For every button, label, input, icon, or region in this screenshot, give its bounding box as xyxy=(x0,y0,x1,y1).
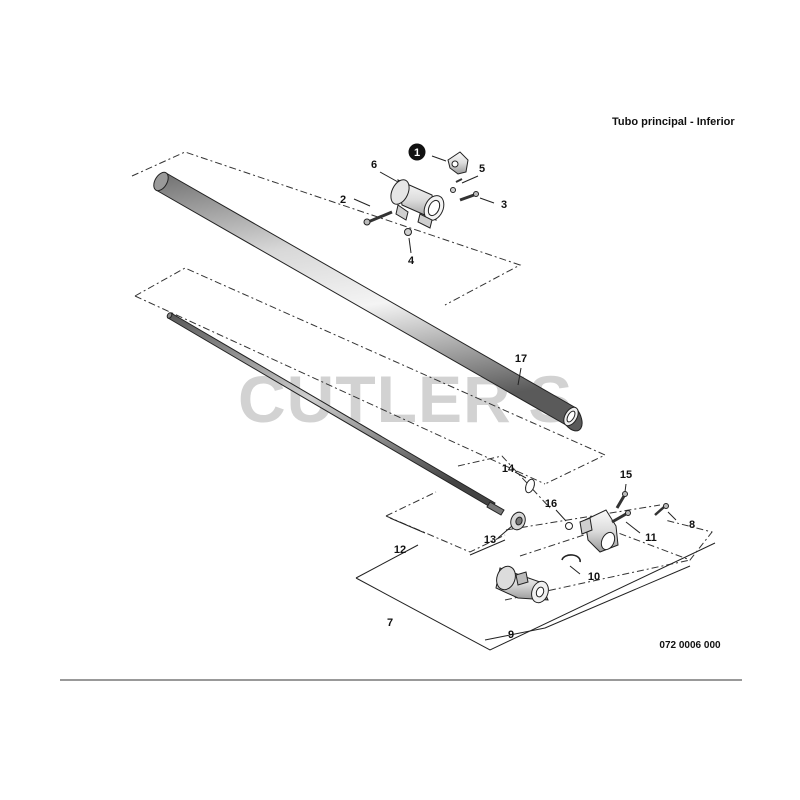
ring-16 xyxy=(565,522,573,530)
drawing-code: 072 0006 000 xyxy=(659,640,721,651)
callout-2: 2 xyxy=(340,194,346,206)
callout-6: 6 xyxy=(371,159,377,171)
callout-13: 13 xyxy=(484,534,496,546)
callout-17: 17 xyxy=(515,353,527,365)
callout-9: 9 xyxy=(508,629,514,641)
bracket-9 xyxy=(484,565,691,641)
callout-11: 11 xyxy=(645,532,657,544)
leader-lines xyxy=(353,155,677,575)
bearing-13 xyxy=(510,511,526,531)
screw-15 xyxy=(615,491,628,509)
callout-1: 1 xyxy=(414,147,420,159)
screw-8 xyxy=(654,503,669,516)
callout-3: 3 xyxy=(501,199,507,211)
screw-11 xyxy=(611,510,631,524)
shaft-group-frame xyxy=(134,267,607,485)
drive-shaft xyxy=(166,312,505,516)
callout-12: 12 xyxy=(394,544,406,556)
callout-7: 7 xyxy=(387,617,393,629)
bracket-12 xyxy=(389,517,506,556)
lower-dash-frame-a xyxy=(385,455,551,553)
washer-5 xyxy=(450,178,463,193)
callout-14: 14 xyxy=(502,463,515,475)
nut-4 xyxy=(404,228,412,236)
part-1-handle xyxy=(447,151,469,175)
callout-5: 5 xyxy=(479,163,485,175)
screw-3 xyxy=(459,191,479,202)
main-tube xyxy=(153,171,583,432)
callout-15: 15 xyxy=(620,469,632,481)
clamp-6 xyxy=(390,179,445,229)
page-title: Tubo principal - Inferior xyxy=(612,116,735,128)
callout-8: 8 xyxy=(689,519,695,531)
callout-1-badge xyxy=(408,143,426,161)
washer-14 xyxy=(525,478,535,494)
gear-housing xyxy=(495,565,549,604)
tube-group-frame xyxy=(131,151,522,306)
callout-15-16: 16 xyxy=(545,498,557,510)
bracket-7 xyxy=(355,542,716,651)
lower-dash-frame-b xyxy=(519,519,713,561)
screw-2 xyxy=(363,210,393,226)
circlip-10 xyxy=(561,554,581,563)
gear-clamp-part xyxy=(579,509,619,553)
callout-4: 4 xyxy=(408,255,415,267)
callout-10: 10 xyxy=(588,571,600,583)
